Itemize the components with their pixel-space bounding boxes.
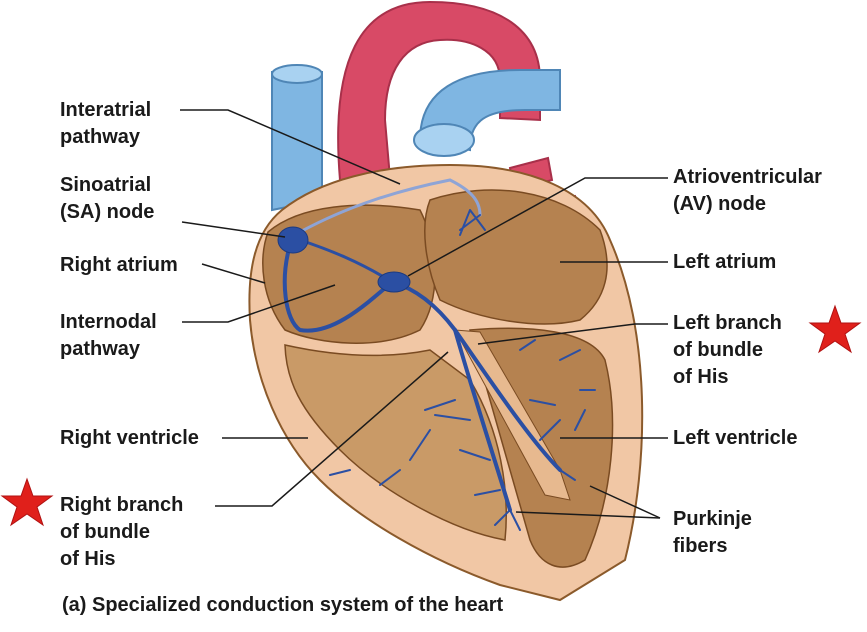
right-ventricle-chamber	[284, 344, 507, 541]
leader-purkinje-2	[515, 511, 661, 519]
av-node	[377, 271, 411, 293]
label-sa-node: Sinoatrial (SA) node	[60, 174, 155, 223]
heart-body	[248, 163, 644, 602]
label-av-node: Atrioventricular (AV) node	[673, 166, 822, 215]
svc-opening	[271, 64, 323, 84]
label-right-ventricle: Right ventricle	[60, 427, 199, 449]
right-branch-line	[453, 328, 512, 512]
leader-av-node	[407, 177, 668, 277]
leader-right-branch	[215, 351, 449, 507]
star-icon	[0, 477, 54, 527]
leader-sa-node	[181, 221, 286, 238]
conduction-system	[277, 178, 596, 531]
interatrial-pathway-line	[298, 178, 482, 234]
label-right-branch: Right branch of bundle of His	[60, 494, 184, 570]
sa-node	[277, 226, 309, 254]
label-right-atrium: Right atrium	[60, 254, 178, 276]
leader-interatrial	[180, 109, 401, 185]
leader-purkinje-1	[589, 485, 661, 519]
right-atrium-chamber	[262, 204, 436, 344]
left-branch-line	[453, 328, 562, 472]
purkinje-network	[329, 209, 596, 531]
leader-lines	[180, 109, 668, 519]
pulmonary-opening	[413, 123, 475, 157]
leader-internodal	[182, 284, 336, 323]
label-interatrial-pathway: Interatrial pathway	[60, 99, 152, 148]
internodal-pathway-line	[282, 243, 394, 333]
label-left-ventricle: Left ventricle	[673, 427, 798, 449]
leader-left-branch	[477, 323, 668, 345]
left-atrium-chamber	[424, 189, 608, 325]
star-icon	[808, 304, 862, 354]
figure-caption: (a) Specialized conduction system of the…	[62, 594, 504, 616]
label-purkinje-fibers: Purkinje fibers	[673, 508, 752, 557]
label-internodal-pathway: Internodal pathway	[60, 311, 157, 360]
label-left-atrium: Left atrium	[673, 251, 777, 273]
label-left-branch: Left branch of bundle of His	[673, 312, 782, 388]
leader-right-atrium	[201, 263, 266, 284]
